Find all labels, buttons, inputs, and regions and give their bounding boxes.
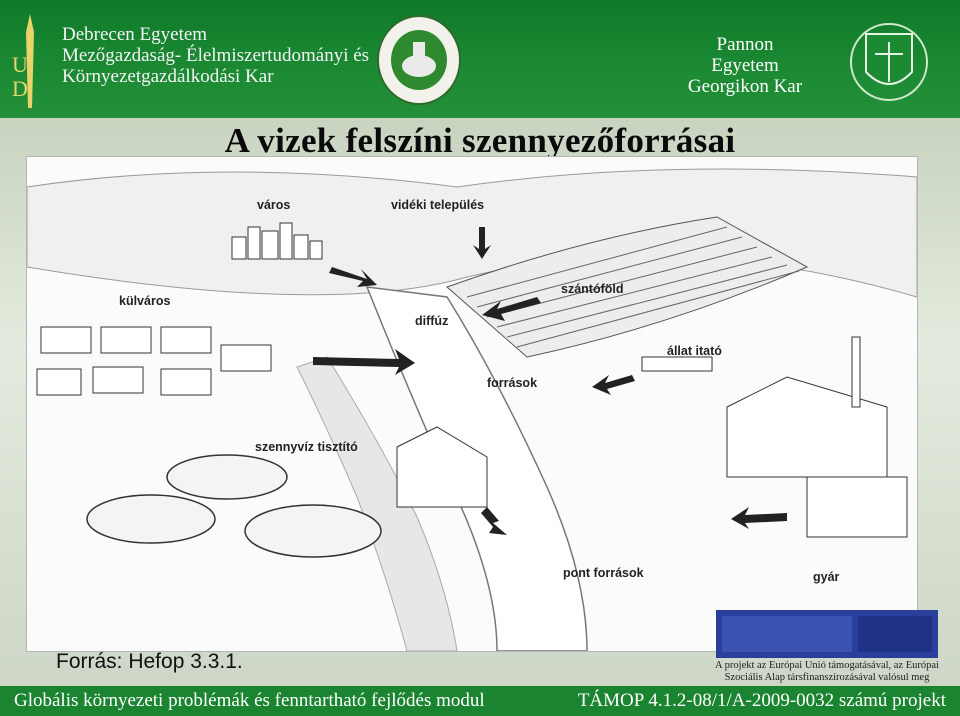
pannon-university-crest (850, 23, 928, 101)
flow-arrows (313, 227, 787, 535)
svg-text:D: D (12, 76, 28, 101)
label-rural-settlement: vidéki település (391, 198, 484, 212)
debrecen-faculty-name: Debrecen Egyetem Mezőgazdaság- Élelmisze… (62, 24, 370, 87)
label-sources: források (487, 376, 537, 390)
source-caption: Forrás: Hefop 3.3.1. (56, 650, 243, 673)
label-factory: gyár (813, 570, 840, 584)
svg-text:U: U (12, 52, 28, 77)
faculty-seal-icon (377, 15, 461, 105)
factory-buildings (726, 336, 908, 538)
pannon-faculty-name: Pannon Egyetem Georgikon Kar (687, 34, 803, 97)
label-wastewater-plant: szennyvíz tisztító (255, 440, 358, 454)
footer-band: Globális környezeti problémák és fenntar… (0, 686, 960, 716)
debrecen-university-logo: U D (12, 14, 34, 108)
label-animal-trough: állat itató (667, 344, 722, 358)
eu-support-logo (716, 610, 938, 658)
city-buildings (231, 222, 323, 260)
label-suburb: külváros (119, 294, 170, 308)
label-diffuse: diffúz (415, 314, 448, 328)
pollution-sources-illustration: város vidéki település külváros diffúz s… (26, 156, 918, 652)
header-band: U D Debrecen Egyetem Mezőgazdaság- Élelm… (0, 0, 960, 118)
label-point-sources: pont források (563, 566, 644, 580)
eu-support-note: A projekt az Európai Unió támogatásával,… (715, 660, 939, 683)
label-city: város (257, 198, 290, 212)
footer-module-name: Globális környezeti problémák és fenntar… (14, 690, 485, 711)
slide-title: A vizek felszíni szennyezőforrásai (224, 121, 736, 160)
suburb-houses (36, 326, 272, 396)
label-arable-land: szántóföld (561, 282, 624, 296)
treatment-tanks (86, 454, 382, 558)
footer-project-id: TÁMOP 4.1.2-08/1/A-2009-0032 számú proje… (577, 690, 946, 711)
